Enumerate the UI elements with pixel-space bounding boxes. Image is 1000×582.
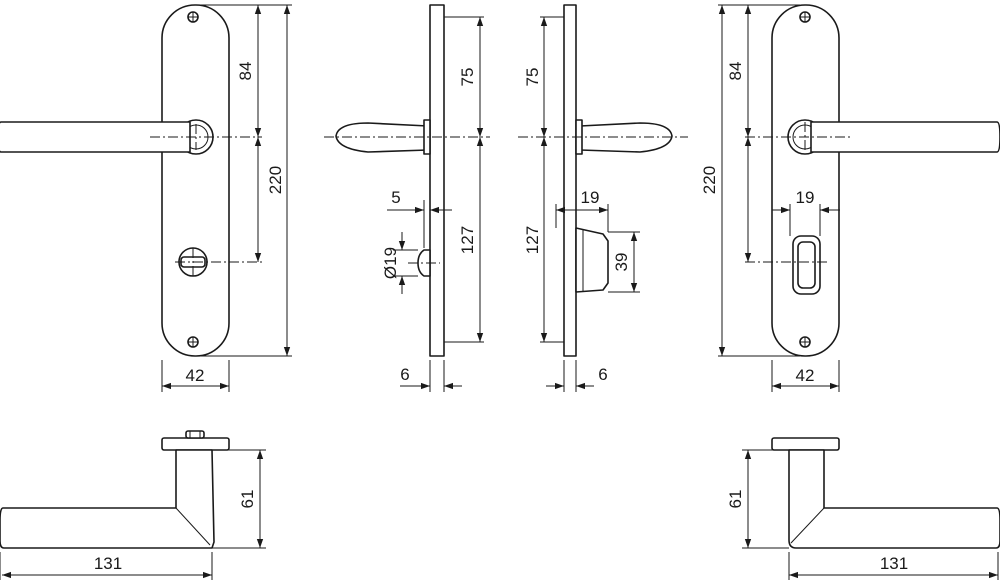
top-view-right: 61 131 (726, 437, 1000, 580)
front-view-left: 84 220 42 (0, 4, 292, 392)
dim-42-left: 42 (186, 366, 205, 385)
side-view-left: 75 127 5 Ø19 6 (324, 4, 490, 392)
dim-42-right: 42 (796, 366, 815, 385)
dim-61-top-left: 61 (238, 490, 257, 509)
dim-127-side-left: 127 (458, 226, 477, 254)
dim-19-side-right: 19 (581, 188, 600, 207)
cylinder-escutcheon-icon (792, 235, 821, 295)
screw-top-right-icon (799, 11, 811, 23)
dim-220-left: 220 (266, 166, 285, 194)
dim-84-right: 84 (726, 62, 745, 81)
dim-6-side-left: 6 (400, 365, 409, 384)
dim-131-top-left: 131 (94, 554, 122, 573)
dim-220-right: 220 (700, 166, 719, 194)
side-view-right: 75 127 19 39 6 (518, 4, 688, 392)
dim-75-side-left: 75 (458, 68, 477, 87)
lever-handle-left (0, 121, 191, 153)
cylinder-cover (575, 227, 609, 293)
dim-5-side-left: 5 (391, 188, 400, 207)
front-view-right: 84 220 19 42 (700, 4, 1000, 392)
dim-75-side-right: 75 (523, 68, 542, 87)
screw-top-icon (187, 11, 199, 23)
screw-bottom-icon (187, 336, 199, 348)
dim-61-top-right: 61 (726, 490, 745, 509)
dim-131-top-right: 131 (880, 554, 908, 573)
top-view-left: 61 131 (0, 430, 266, 580)
dim-d19-side-left: Ø19 (381, 247, 400, 279)
dim-84-left: 84 (236, 62, 255, 81)
dim-19-right: 19 (796, 188, 815, 207)
lever-top-profile-left (0, 449, 215, 549)
lever-top-profile-right (788, 449, 1000, 549)
screw-bottom-right-icon (799, 336, 811, 348)
dim-127-side-right: 127 (523, 226, 542, 254)
dim-39-side-right: 39 (612, 253, 631, 272)
dim-6-side-right: 6 (598, 365, 607, 384)
